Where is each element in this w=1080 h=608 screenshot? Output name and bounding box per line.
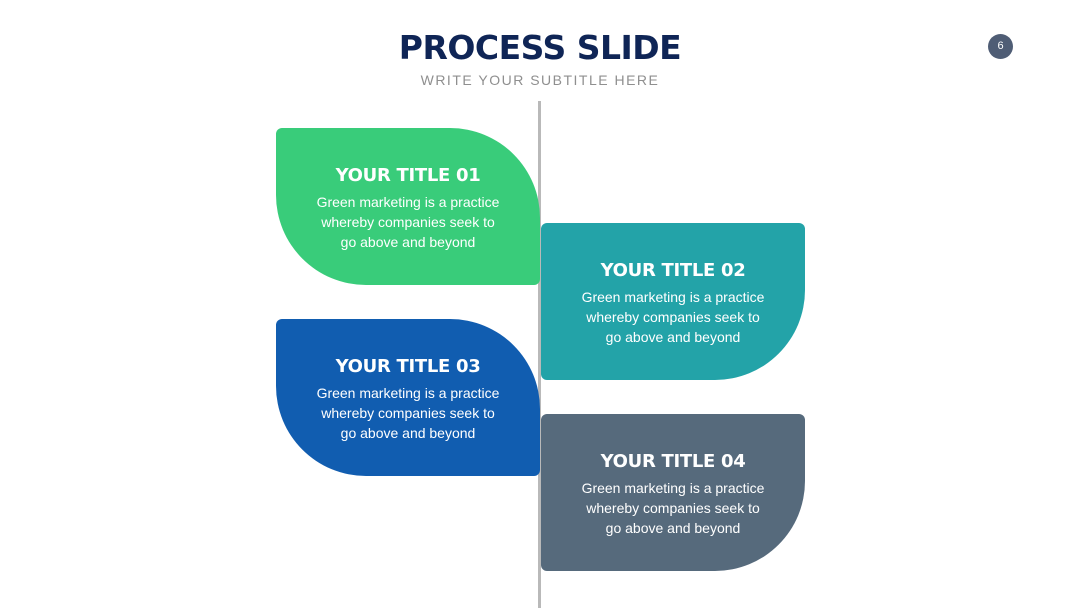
step-card-03: YOUR TITLE 03 Green marketing is a pract…: [276, 319, 540, 476]
step-description-03: Green marketing is a practice whereby co…: [316, 385, 500, 441]
center-divider-line: [538, 101, 541, 608]
step-card-04: YOUR TITLE 04 Green marketing is a pract…: [541, 414, 805, 571]
slide-subtitle: WRITE YOUR SUBTITLE HERE: [420, 72, 660, 88]
page-number-badge: 6: [988, 34, 1013, 59]
step-description-04: Green marketing is a practice whereby co…: [581, 480, 765, 536]
step-card-02: YOUR TITLE 02 Green marketing is a pract…: [541, 223, 805, 380]
step-description-01: Green marketing is a practice whereby co…: [316, 194, 500, 250]
step-card-01: YOUR TITLE 01 Green marketing is a pract…: [276, 128, 540, 285]
step-title-02: YOUR TITLE 02: [600, 260, 746, 281]
step-title-01: YOUR TITLE 01: [335, 165, 481, 186]
step-title-04: YOUR TITLE 04: [600, 451, 746, 472]
slide-title: PROCESS SLIDE: [398, 28, 682, 67]
step-title-03: YOUR TITLE 03: [335, 356, 481, 377]
step-description-02: Green marketing is a practice whereby co…: [581, 289, 765, 345]
